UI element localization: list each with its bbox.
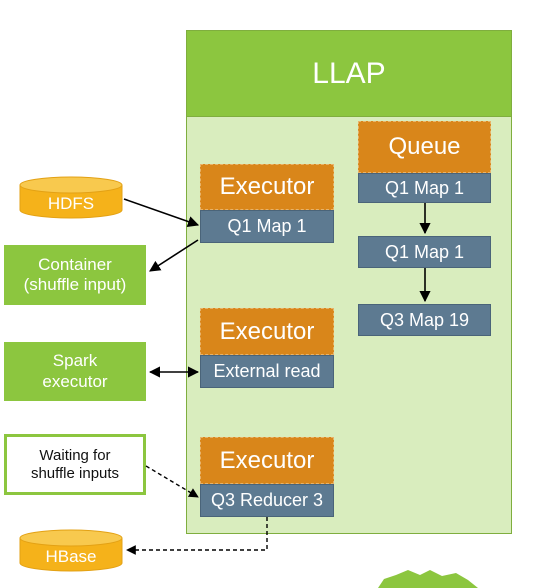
executor-header: Executor xyxy=(200,308,334,355)
hbase-cylinder xyxy=(19,529,123,572)
hdfs-label: HDFS xyxy=(47,194,95,213)
llap-title: LLAP xyxy=(186,30,512,117)
hbase-label: HBase xyxy=(45,547,97,566)
queue-item: Q1 Map 1 xyxy=(358,173,491,203)
executor-header: Executor xyxy=(200,437,334,484)
arrow-executor-to-hbase xyxy=(126,517,268,555)
waiting-box: Waiting for shuffle inputs xyxy=(4,434,146,495)
queue-header: Queue xyxy=(358,121,491,173)
decorative-shape xyxy=(378,570,478,588)
executor-task: Q3 Reducer 3 xyxy=(200,484,334,517)
executor-task: External read xyxy=(200,355,334,388)
queue-item: Q1 Map 1 xyxy=(358,236,491,268)
arrow-waiting-to-executor xyxy=(145,465,199,498)
arrow-hdfs-to-executor xyxy=(123,198,200,227)
hdfs-cylinder xyxy=(19,176,123,219)
spark-executor-box: Spark executor xyxy=(4,342,146,401)
container-box: Container (shuffle input) xyxy=(4,245,146,305)
executor-task: Q1 Map 1 xyxy=(200,210,334,243)
arrow-executor-to-container xyxy=(149,239,199,272)
queue-item: Q3 Map 19 xyxy=(358,304,491,336)
executor-header: Executor xyxy=(200,164,334,210)
